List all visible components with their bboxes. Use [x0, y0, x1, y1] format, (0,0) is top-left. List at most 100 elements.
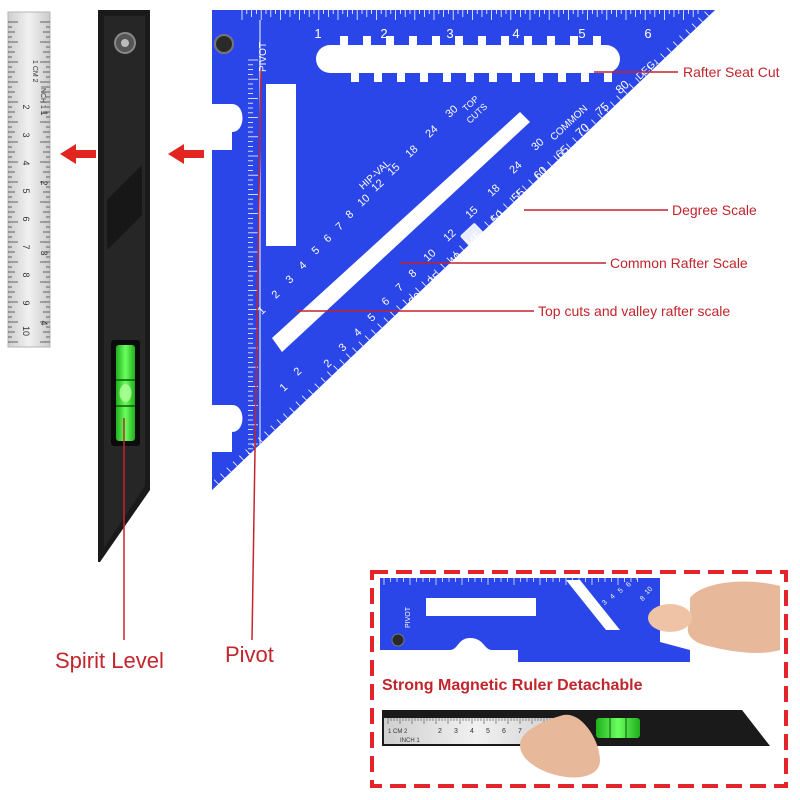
hyp-tick: [597, 113, 603, 119]
inset-spirit-vial-icon: [596, 718, 640, 738]
hyp-tick: [421, 281, 427, 287]
slot-tooth: [535, 72, 543, 82]
callouts: Rafter Seat Cut Degree Scale Common Raft…: [55, 64, 780, 673]
thumb-top: [648, 604, 692, 632]
slot-tooth: [501, 36, 509, 46]
inset-ruler-number: 5: [486, 728, 490, 735]
slot-tooth: [593, 36, 601, 46]
callout-pivot: Pivot: [225, 642, 274, 667]
hyp-tick: [364, 335, 370, 341]
slot-tooth: [478, 36, 486, 46]
level-groove: [107, 165, 142, 250]
callout-rafter-seat-cut: Rafter Seat Cut: [683, 64, 780, 80]
ruler-cm-number: 8: [21, 272, 31, 277]
hyp-tick: [591, 119, 596, 125]
ruler-ticks: [8, 21, 50, 343]
lower-notch: [212, 405, 243, 452]
slot-tooth: [466, 72, 474, 82]
hyp-tick: [239, 455, 244, 461]
hyp-tick: [653, 59, 659, 65]
ruler-body: [7, 11, 51, 348]
ruler-inch-number: 3: [39, 250, 49, 255]
hyp-tick: [603, 107, 609, 113]
rafter-seat-cut-slot: [316, 45, 620, 73]
diagonal-slot: [272, 112, 530, 352]
hyp-tick: [345, 353, 351, 359]
callout-degree-scale: Degree Scale: [672, 202, 757, 218]
inset-square-number: 3: [601, 599, 609, 607]
arrows: [60, 144, 204, 164]
hyp-tick: [515, 191, 521, 197]
inset-square-number: 8: [639, 595, 647, 603]
square-pivot-label: PIVOT: [258, 42, 269, 72]
ruler-inch-number: 2: [39, 180, 49, 185]
inset-pivot-label: PIVOT: [405, 606, 412, 628]
hyp-tick: [213, 479, 219, 485]
hyp-tick: [339, 359, 345, 365]
slot-tooth: [443, 72, 451, 82]
hyp-tick: [710, 5, 716, 11]
ruler-cm-number: 3: [21, 132, 31, 137]
slot-tooth: [570, 36, 578, 46]
arrow-left-icon: [60, 144, 96, 164]
slot-tooth: [409, 36, 417, 46]
slot-tooth: [558, 72, 566, 82]
hyp-tick: [415, 287, 420, 293]
hyp-tick: [484, 221, 489, 227]
ruler-cm-number: 2: [21, 104, 31, 109]
callout-spirit-level: Spirit Level: [55, 648, 164, 673]
hyp-tick: [635, 77, 640, 83]
inset-square-number: 5: [617, 587, 625, 595]
slot-tooth: [351, 72, 359, 82]
hyp-tick: [301, 395, 307, 401]
ruler-cm-number: 4: [21, 160, 31, 165]
leader-pivot: [251, 69, 262, 641]
hyp-tick: [308, 389, 313, 395]
ruler-cm-number: 5: [21, 188, 31, 193]
slot-tooth: [604, 72, 612, 82]
hyp-tick: [691, 23, 697, 29]
hyp-tick: [295, 401, 301, 407]
hyp-tick: [389, 311, 395, 317]
hand-top: [687, 581, 780, 653]
hyp-tick: [553, 155, 559, 161]
hyp-tick: [685, 29, 691, 35]
inset-square-number: 6: [625, 581, 633, 589]
hyp-tick: [572, 137, 577, 143]
hyp-tick: [584, 125, 590, 131]
hyp-tick: [490, 215, 496, 221]
hyp-tick: [433, 269, 439, 275]
hyp-tick: [352, 347, 357, 353]
hyp-tick: [565, 143, 571, 149]
top-scale-number: 1: [314, 26, 321, 41]
slot-tooth: [547, 36, 555, 46]
ruler-inch-number: 1: [39, 110, 49, 115]
inset-ruler-number: 4: [470, 728, 474, 735]
upper-notch: [212, 104, 243, 150]
hyp-tick: [521, 185, 527, 191]
inset-square-number: 2: [593, 605, 601, 613]
hyp-tick: [660, 53, 665, 59]
pivot-hole-icon: [214, 34, 234, 54]
hyp-tick: [276, 419, 282, 425]
slot-tooth: [363, 36, 371, 46]
hyp-tick: [226, 467, 232, 473]
inset-ruler-number: 6: [502, 728, 506, 735]
inset-square-number: 10: [644, 586, 655, 597]
hyp-tick: [679, 35, 684, 41]
slot-tooth: [455, 36, 463, 46]
hyp-tick: [647, 65, 653, 71]
hyp-tick: [320, 377, 326, 383]
ruler-cm-number: 6: [21, 216, 31, 221]
inset-ruler-number: 2: [438, 728, 442, 735]
ruler-cm-label: 1 CM 2: [31, 60, 38, 83]
ruler-cm-number: 9: [21, 300, 31, 305]
hyp-tick: [697, 17, 703, 23]
top-scale-number: 4: [512, 26, 519, 41]
slot-tooth: [581, 72, 589, 82]
square-window: [266, 84, 296, 246]
hyp-tick: [371, 329, 376, 335]
